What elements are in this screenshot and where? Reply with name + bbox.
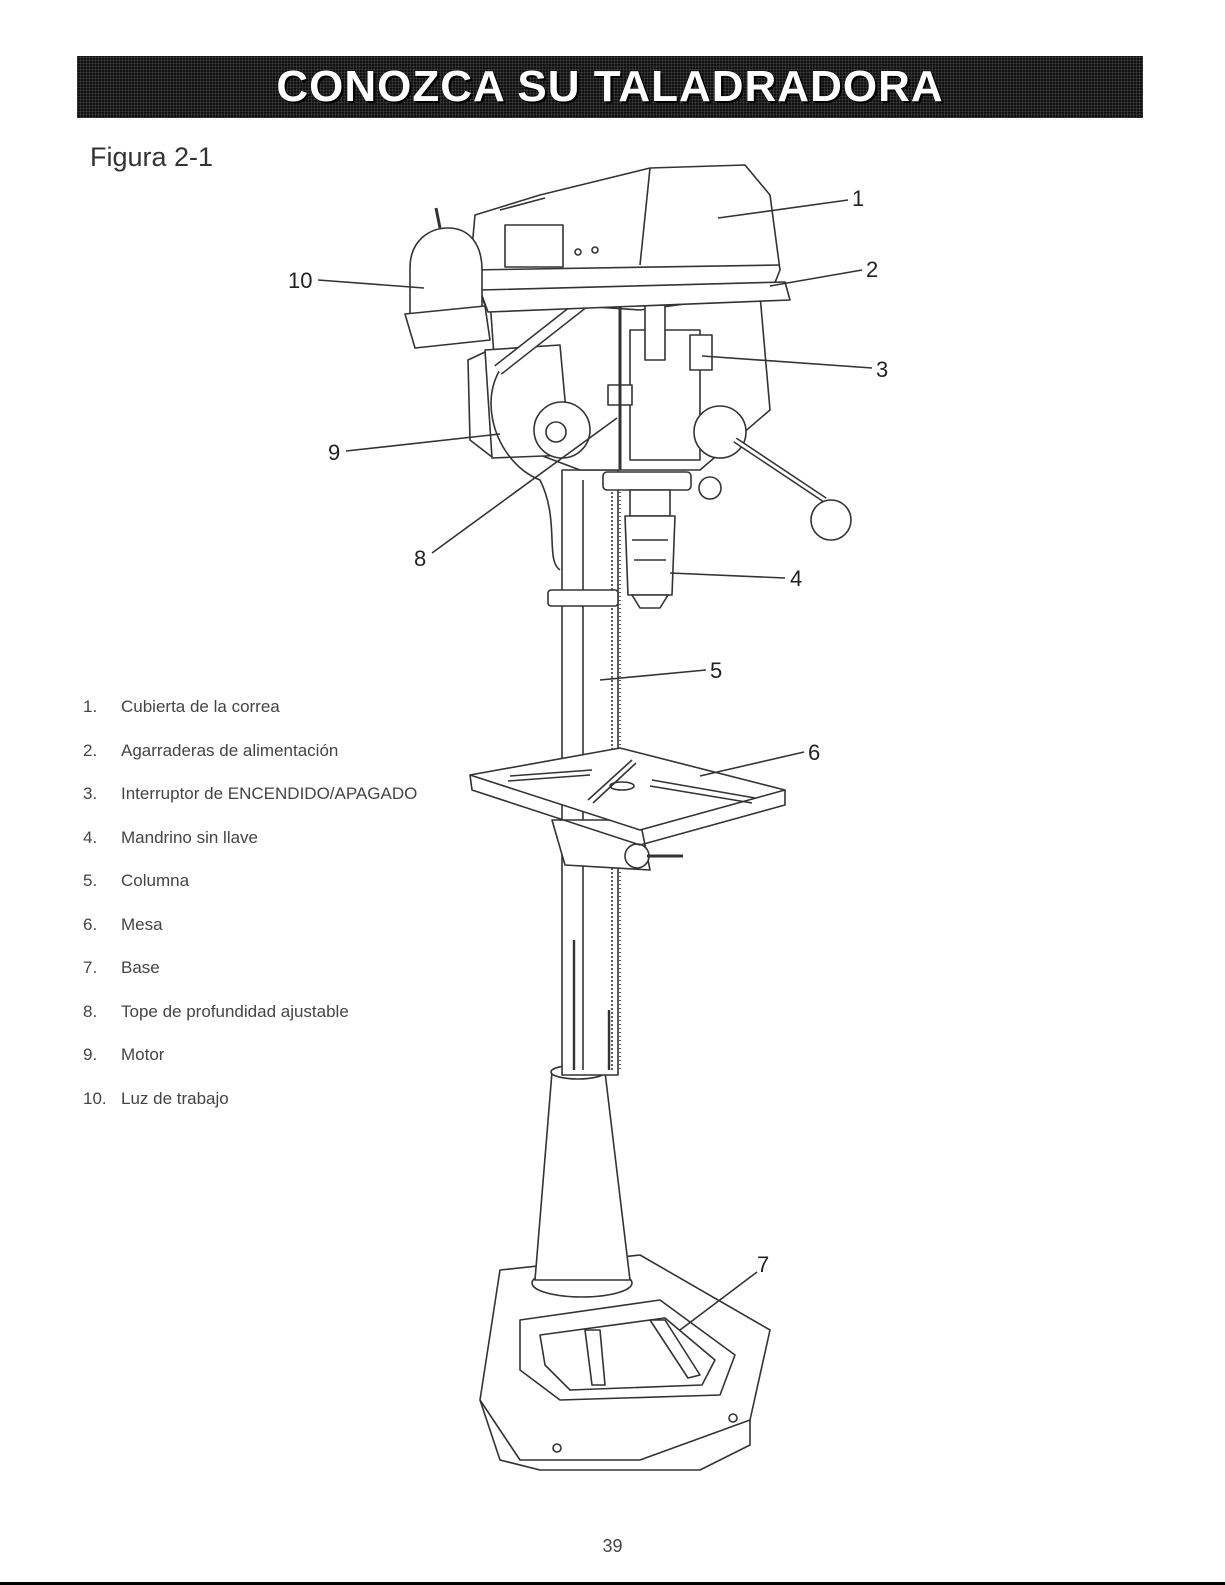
callout-6: 6: [808, 740, 820, 765]
callout-9: 9: [328, 440, 340, 465]
list-item: 3.Interruptor de ENCENDIDO/APAGADO: [83, 784, 417, 828]
parts-list: 1.Cubierta de la correa 2.Agarraderas de…: [83, 697, 417, 1132]
callout-10: 10: [288, 268, 312, 293]
list-item: 10.Luz de trabajo: [83, 1089, 417, 1133]
base-drawing: [480, 1255, 770, 1470]
callout-5: 5: [710, 658, 722, 683]
callout-7: 7: [757, 1252, 769, 1277]
list-item: 4.Mandrino sin llave: [83, 828, 417, 872]
callout-2: 2: [866, 257, 878, 282]
callout-4: 4: [790, 566, 802, 591]
callout-8: 8: [414, 546, 426, 571]
list-item: 9.Motor: [83, 1045, 417, 1089]
list-item: 6.Mesa: [83, 915, 417, 959]
list-item: 8.Tope de profundidad ajustable: [83, 1002, 417, 1046]
callout-3: 3: [876, 357, 888, 382]
list-item: 5.Columna: [83, 871, 417, 915]
belt-cover-drawing: [470, 165, 790, 312]
list-item: 7.Base: [83, 958, 417, 1002]
callout-1: 1: [852, 186, 864, 211]
column-flare: [535, 1072, 630, 1280]
list-item: 2.Agarraderas de alimentación: [83, 741, 417, 785]
list-item: 1.Cubierta de la correa: [83, 697, 417, 741]
page-number: 39: [0, 1536, 1225, 1557]
